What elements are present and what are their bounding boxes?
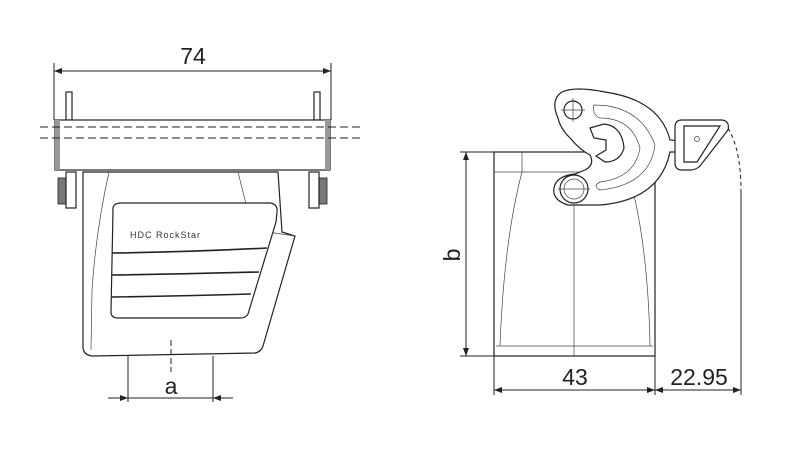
side-view: b: [439, 88, 742, 395]
width-dimension: 74: [53, 43, 332, 120]
hinge-bracket: [553, 88, 691, 206]
locking-pins: [65, 91, 321, 121]
mounting-bar: [40, 119, 360, 171]
height-dimension-label: b: [439, 249, 465, 262]
cable-entry-label: a: [165, 373, 178, 399]
height-dimension: b: [439, 151, 494, 357]
width-dimension-label: 74: [180, 43, 206, 69]
window-ribs: [111, 247, 268, 298]
front-view: 74 HDC RockStar: [40, 43, 360, 402]
brand-label: HDC RockStar: [130, 230, 201, 240]
side-clips: [57, 171, 328, 209]
latch-dimension: 22.95: [655, 364, 741, 393]
latch-lever: [674, 119, 729, 171]
cable-entry-dimension: a: [108, 340, 233, 402]
depth-dimension-label: 43: [562, 364, 588, 390]
depth-dimension: 43: [494, 364, 655, 393]
label-window: [110, 202, 278, 319]
latch-dimension-label: 22.95: [670, 364, 728, 390]
